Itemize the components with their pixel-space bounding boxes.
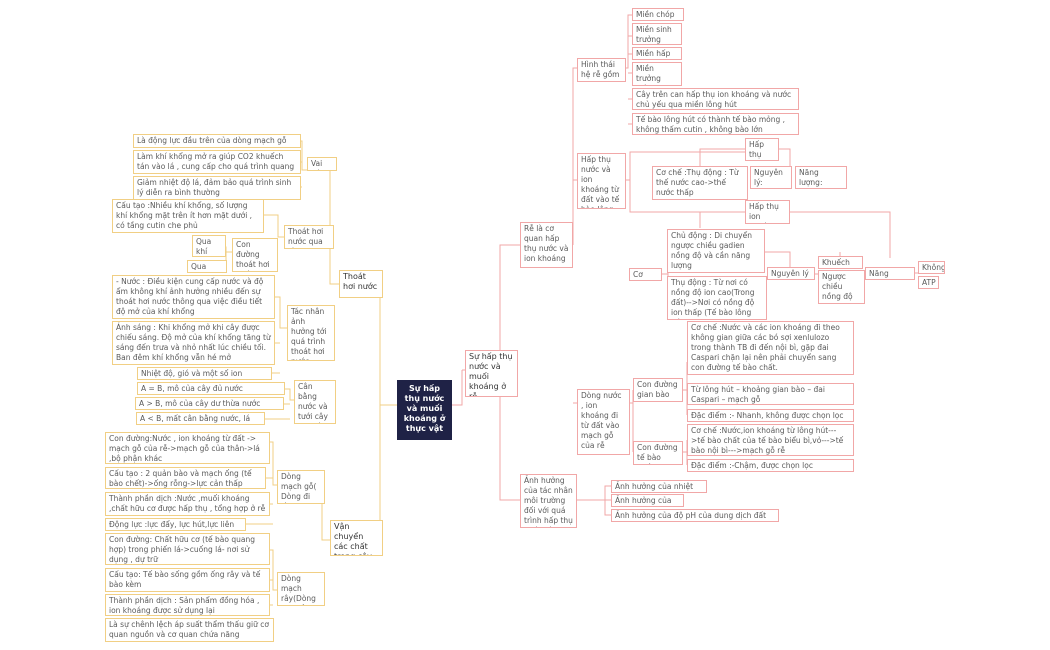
node-tac-nhan-anh-sang[interactable]: Ánh sáng : Khi khổng mở khi cây được chi…: [112, 321, 275, 365]
node-co-che-thu-dong[interactable]: Cơ chế :Thụ động : Từ thế nước cao->thế …: [652, 166, 748, 200]
node-hinh-thai-item[interactable]: Miền sinh trưởng: [632, 23, 682, 45]
node-nguyen-ly-khuech-tan[interactable]: Nguyên lý: Khuếch tán: [750, 166, 792, 189]
node-hinh-thai-he-re[interactable]: Hình thái hệ rễ gồm: [577, 58, 626, 82]
node-mach-ray-item[interactable]: Thành phần dịch : Sản phẩm đồng hóa , io…: [105, 594, 270, 616]
node-hinh-thai-item[interactable]: Cây trên can hấp thụ ion khoáng và nước …: [632, 88, 799, 110]
node-te-bao-chat-dac-diem[interactable]: Đặc điểm :-Chậm, được chọn lọc: [687, 459, 854, 472]
node-dong-nuoc-ion[interactable]: Dòng nước , ion khoáng đi từ đất vào mạc…: [577, 389, 630, 455]
node-nguyen-ly-ion[interactable]: Nguyên lý :: [767, 267, 815, 280]
node-gian-bao-co-che[interactable]: Cơ chế :Nước và các ion khoáng đi theo k…: [687, 321, 854, 375]
node-chu-dong[interactable]: Chủ động : Di chuyển ngược chiều gadien …: [667, 229, 765, 273]
node-vai-tro[interactable]: Vai trò: [307, 157, 337, 171]
node-mach-ray-item[interactable]: Cấu tạo: Tế bào sống gồm ống rây và tế b…: [105, 568, 270, 592]
node-nguoc-chieu-nong-do[interactable]: Ngược chiều nồng độ: [818, 270, 865, 304]
node-gian-bao-tu-long-hut[interactable]: Từ lông hút – khoảng gian bào – đai Casp…: [687, 383, 854, 405]
node-vai-tro-item[interactable]: Giảm nhiệt độ lá, đảm bảo quá trình sinh…: [133, 176, 301, 200]
node-anh-huong-item[interactable]: Ảnh hưởng của ôxi: [611, 494, 684, 507]
node-can-bang-item[interactable]: A < B, mất cân bằng nước, lá héo: [136, 412, 265, 425]
node-nang-luong-ion[interactable]: Năng lượng :: [865, 267, 915, 280]
node-tac-nhan-nhiet-do[interactable]: Nhiệt độ, gió và một số ion khoáng: [137, 367, 272, 380]
node-mach-go-item[interactable]: Động lực :lực đẩy, lực hút,lực liên kết: [105, 518, 246, 531]
node-con-duong-gian-bao[interactable]: Con đường gian bào: [633, 378, 683, 402]
node-can-bang-nuoc[interactable]: Cân bằng nước và tưới cây hợp lý: [294, 380, 336, 424]
node-hinh-thai-item[interactable]: Miền hấp thụ: [632, 47, 682, 60]
node-mach-go-item[interactable]: Cấu tạo : 2 quản bào và mạch ống (tế bào…: [105, 467, 266, 489]
node-nang-luong-khong[interactable]: Năng lượng: Không: [795, 166, 847, 189]
node-anh-huong-moi-truong[interactable]: Ảnh hưởng của tác nhân môi trường đối vớ…: [520, 474, 577, 528]
node-hinh-thai-item[interactable]: Miền chóp rễ: [632, 8, 684, 21]
node-hap-thu-nuoc[interactable]: Hấp thụ nước: [745, 138, 779, 161]
node-vai-tro-item[interactable]: Là động lực đầu trên của dòng mạch gỗ: [133, 134, 301, 148]
node-dong-mach-go[interactable]: Dòng mạch gỗ( Dòng đi lên ): [277, 470, 325, 504]
node-tac-nhan-anh-huong[interactable]: Tác nhân ảnh hưởng tới quá trình thoát h…: [287, 305, 335, 361]
node-co-che-ion[interactable]: Cơ chế :: [629, 268, 662, 281]
node-vai-tro-item[interactable]: Làm khí khổng mở ra giúp CO2 khuếch tán …: [133, 150, 301, 174]
node-mach-go-item[interactable]: Thành phần dịch :Nước ,muối khoáng ,chất…: [105, 492, 270, 516]
node-can-bang-item[interactable]: A = B, mô của cây đủ nước: [137, 382, 285, 395]
node-anh-huong-item[interactable]: Ảnh hưởng của nhiệt độ: [611, 480, 707, 493]
node-te-bao-chat-co-che[interactable]: Cơ chế :Nước,ion khoáng từ lông hút--->t…: [687, 424, 854, 456]
node-hap-thu-ion[interactable]: Hấp thụ ion khoáng: [745, 200, 790, 224]
node-thu-dong[interactable]: Thụ động : Từ nơi có nồng độ ion cao(Tro…: [667, 276, 767, 320]
node-qua-khi-khong[interactable]: Qua khí khổng: [192, 235, 226, 257]
node-van-chuyen[interactable]: Vận chuyển các chất trong cây: [330, 520, 383, 556]
node-re-co-quan[interactable]: Rễ là cơ quan hấp thụ nước và ion khoáng: [520, 222, 573, 268]
node-atp[interactable]: ATP: [918, 276, 939, 289]
node-mach-ray-item[interactable]: Là sự chênh lệch áp suất thẩm thấu giữ c…: [105, 618, 274, 642]
node-qua-cutin[interactable]: Qua cutin: [187, 260, 227, 273]
node-mach-go-item[interactable]: Con đường:Nước , ion khoáng từ đất -> mạ…: [105, 432, 270, 464]
node-mach-ray-item[interactable]: Con đường: Chất hữu cơ (tế bào quang hợp…: [105, 533, 270, 565]
node-hinh-thai-item[interactable]: Tế bào lông hút có thành tế bào mỏng , k…: [632, 113, 799, 135]
node-cau-tao-la[interactable]: Cấu tạo :Nhiều khí khổng, số lượng khí k…: [112, 199, 264, 233]
node-con-duong-te-bao-chat[interactable]: Con đường tế bào chất: [633, 441, 683, 465]
node-anh-huong-item[interactable]: Ảnh hưởng của độ pH của dung dịch đất: [611, 509, 779, 522]
node-hap-thu-o-re[interactable]: Sự hấp thụ nước và muối khoáng ở rễ: [465, 350, 518, 397]
node-tac-nhan-nuoc[interactable]: - Nước : Điều kiện cung cấp nước và độ ẩ…: [112, 275, 275, 319]
node-gian-bao-dac-diem[interactable]: Đặc điểm :- Nhanh, không được chọn lọc: [687, 409, 854, 422]
node-khong[interactable]: Không: [918, 261, 945, 274]
node-thoat-hoi-nuoc-qua-la[interactable]: Thoát hơi nước qua lá: [284, 225, 334, 249]
root-node[interactable]: Sự hấp thụ nước và muối khoáng ở thực vậ…: [397, 380, 452, 440]
node-con-duong-thoat-hoi-nuoc[interactable]: Con đường thoát hơi nước:: [232, 238, 278, 272]
node-can-bang-item[interactable]: A > B, mô của cây dư thừa nước: [135, 397, 284, 410]
node-dong-mach-ray[interactable]: Dòng mạch rây(Dòng đi xuống): [277, 572, 325, 606]
node-hinh-thai-item[interactable]: Miền trưởng thành: [632, 62, 682, 86]
node-khuech-tan[interactable]: Khuếch tán: [818, 256, 863, 269]
node-hap-thu-nuoc-ion[interactable]: Hấp thụ nước và ion khoáng từ đất vào tế…: [577, 153, 626, 209]
node-thoat-hoi-nuoc[interactable]: Thoát hơi nước: [339, 270, 383, 298]
